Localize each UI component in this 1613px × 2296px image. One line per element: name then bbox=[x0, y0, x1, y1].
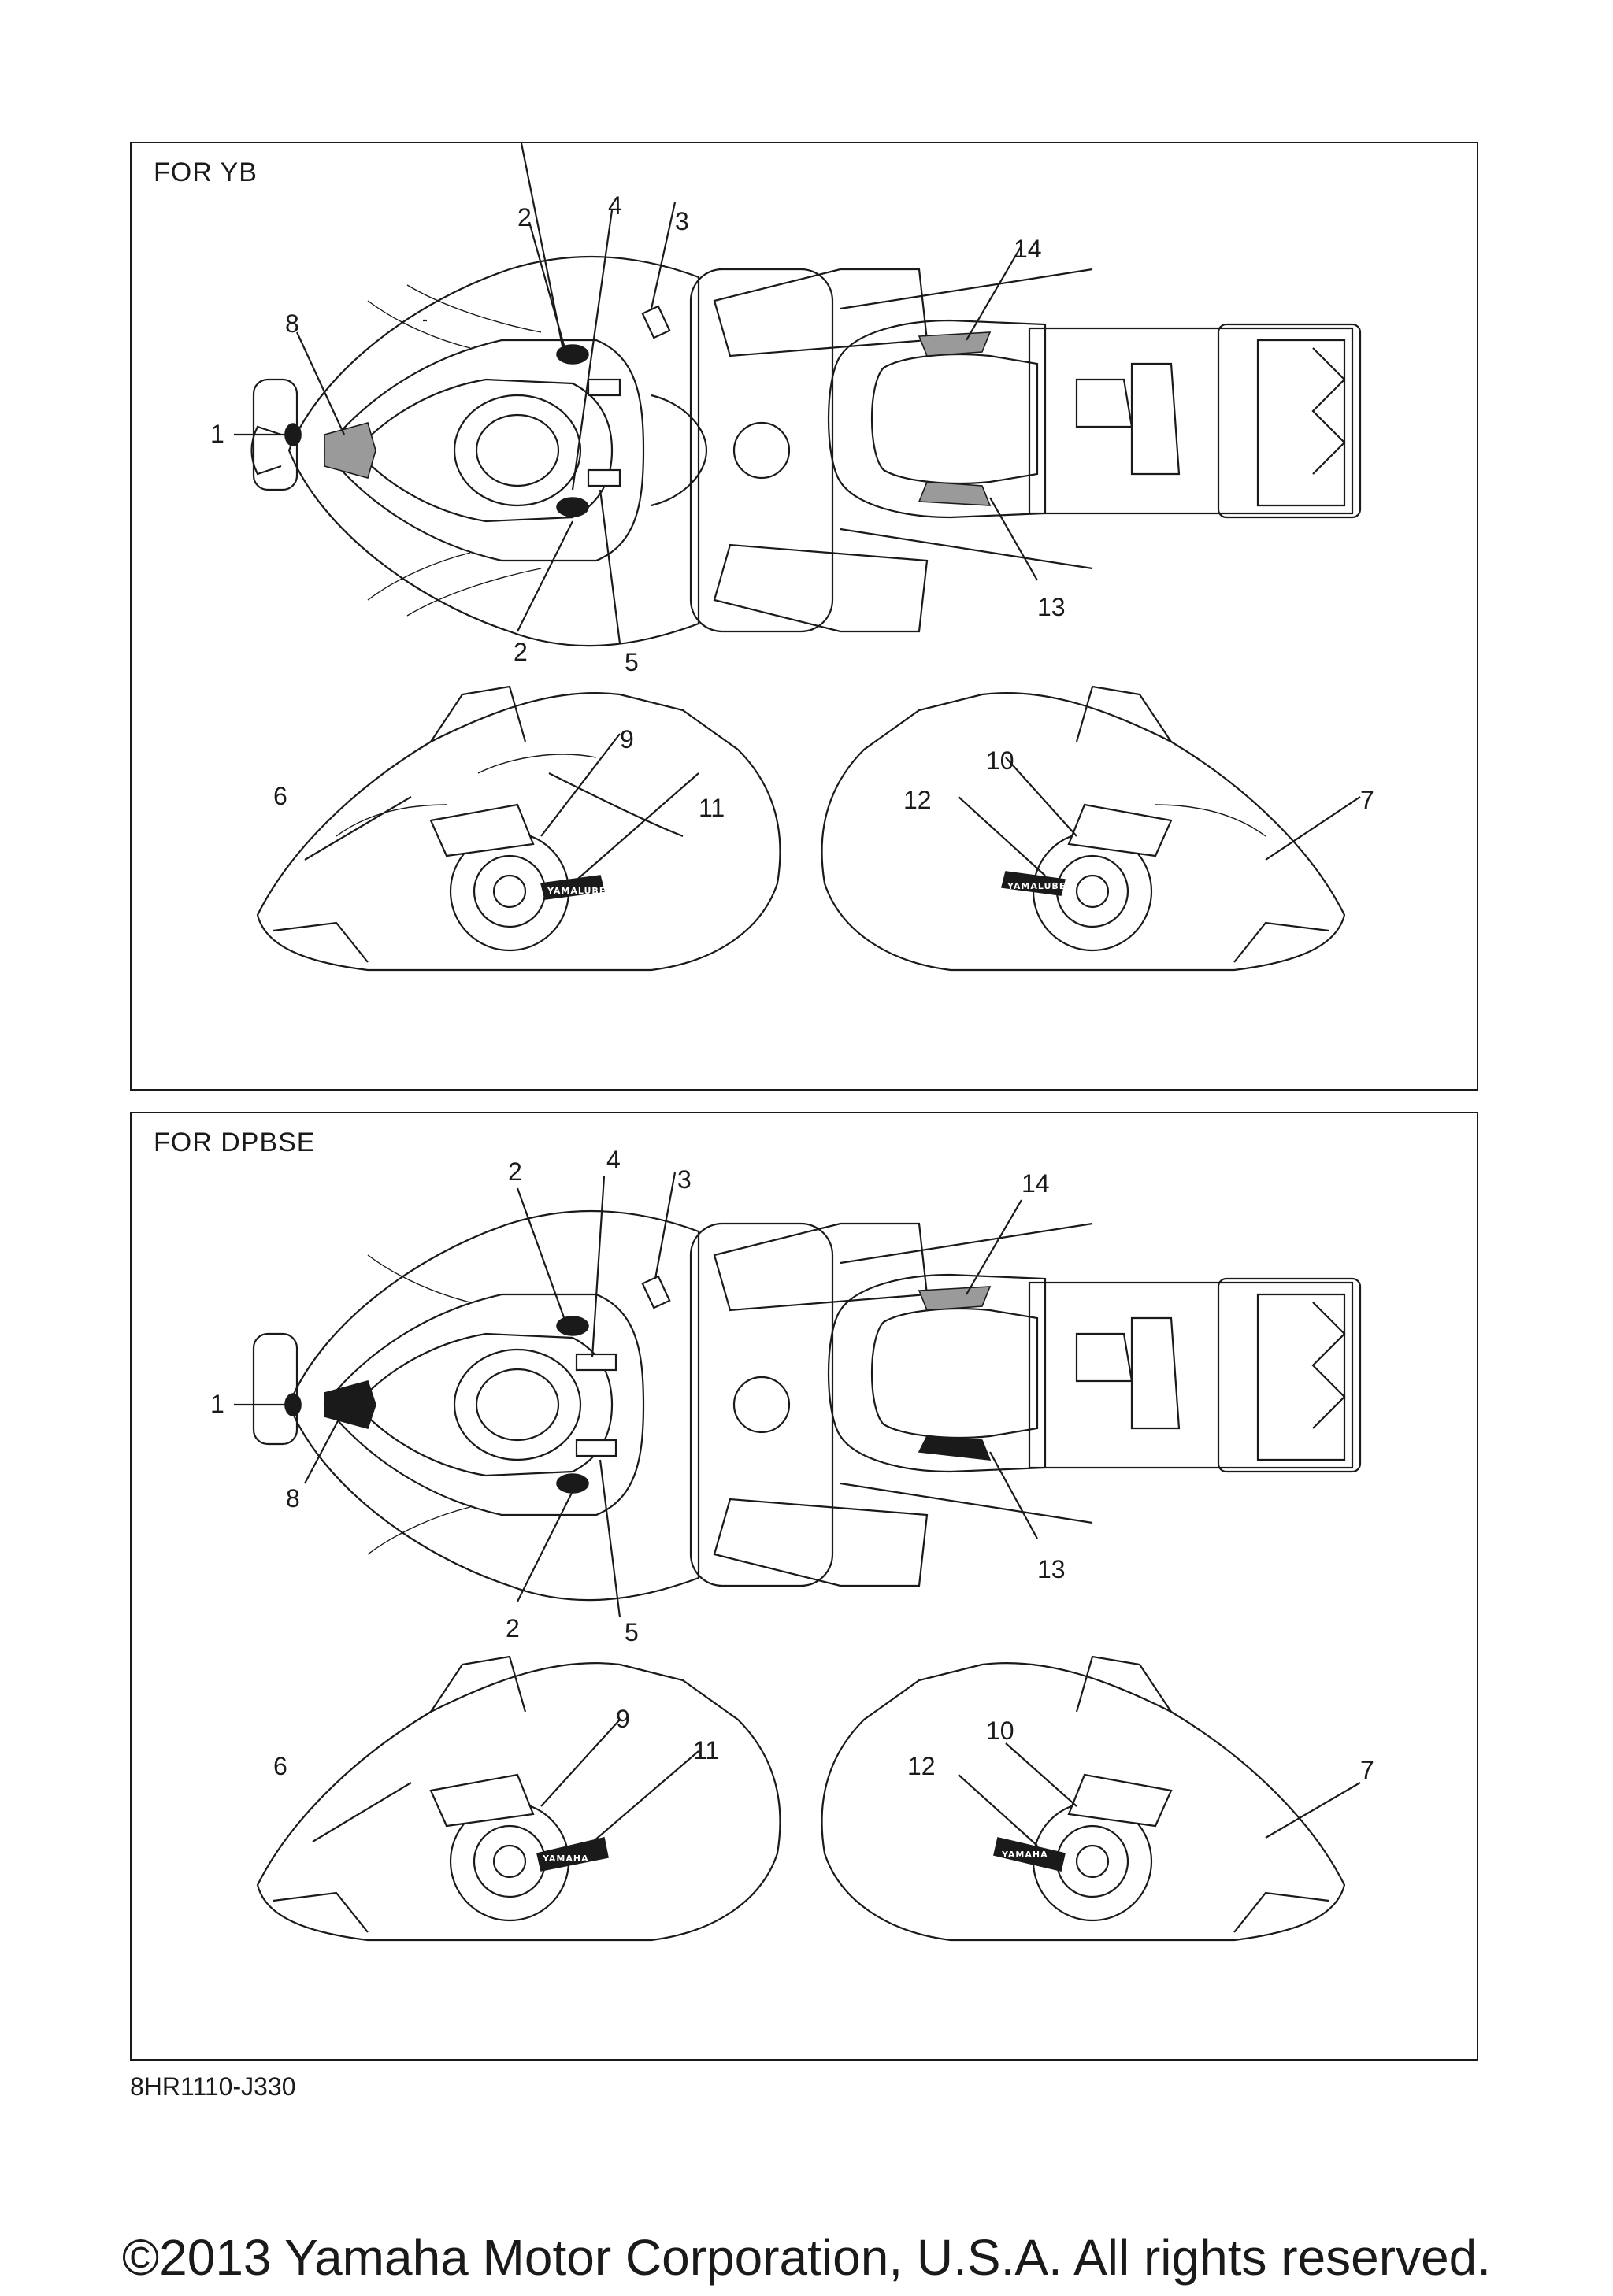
yb-diagram: YAMALUBE YAMALUBE bbox=[210, 143, 1374, 972]
callout-11: 11 bbox=[693, 1736, 719, 1765]
left-side-view-drawing: YAMALUBE bbox=[256, 685, 781, 972]
panel-for-dpbse: FOR DPBSE bbox=[130, 1112, 1478, 2061]
callout-7: 7 bbox=[1360, 1756, 1374, 1784]
panel-title: FOR DPBSE bbox=[154, 1128, 316, 1157]
callout-8: 8 bbox=[286, 1484, 300, 1513]
callout-12: 12 bbox=[903, 786, 932, 814]
callout-2-top: 2 bbox=[517, 203, 532, 231]
panel-title: FOR YB bbox=[154, 157, 258, 187]
copyright-notice: ©2013 Yamaha Motor Corporation, U.S.A. A… bbox=[121, 2229, 1492, 2286]
yamaha-decal-text-right: YAMAHA bbox=[1001, 1850, 1048, 1860]
callout-14: 14 bbox=[1022, 1169, 1050, 1198]
callout-1: 1 bbox=[210, 420, 224, 448]
callouts-dpbse: 1 2 2 3 4 5 6 7 8 9 10 11 12 13 14 bbox=[210, 1146, 1374, 1784]
yamalube-decal-text-right: YAMALUBE bbox=[1007, 881, 1066, 891]
stern-view-drawing bbox=[827, 1222, 1362, 1524]
callout-6: 6 bbox=[273, 1752, 287, 1780]
callout-4: 4 bbox=[608, 191, 622, 220]
callout-2-bottom: 2 bbox=[506, 1614, 520, 1642]
callout-2-top: 2 bbox=[508, 1157, 522, 1186]
callouts-yb: 1 2 2 3 4 5 6 7 8 9 10 11 12 13 14 bbox=[210, 191, 1374, 822]
callout-8: 8 bbox=[285, 309, 299, 338]
dpbse-diagram: YAMAHA YAMAHA bbox=[210, 1146, 1374, 1942]
left-side-view-drawing: YAMAHA bbox=[256, 1655, 781, 1942]
top-view-drawing bbox=[250, 255, 929, 647]
callout-5: 5 bbox=[625, 648, 639, 676]
right-side-view-drawing: YAMAHA bbox=[821, 1655, 1346, 1942]
yamaha-decal-text-left: YAMAHA bbox=[542, 1853, 589, 1864]
leader-lines bbox=[234, 1172, 1361, 1846]
callout-9: 9 bbox=[616, 1705, 630, 1733]
callout-9: 9 bbox=[620, 725, 634, 754]
callout-2-bottom: 2 bbox=[514, 638, 528, 666]
callout-1: 1 bbox=[210, 1390, 224, 1418]
callout-4: 4 bbox=[606, 1146, 621, 1174]
callout-5: 5 bbox=[625, 1618, 639, 1646]
yamalube-decal-text-left: YAMALUBE bbox=[547, 886, 606, 896]
callout-3: 3 bbox=[677, 1165, 692, 1194]
callout-13: 13 bbox=[1037, 1555, 1066, 1583]
callout-11: 11 bbox=[699, 794, 725, 822]
callout-13: 13 bbox=[1037, 593, 1066, 621]
callout-12: 12 bbox=[907, 1752, 936, 1780]
right-side-view-drawing: YAMALUBE bbox=[821, 685, 1346, 972]
callout-6: 6 bbox=[273, 782, 287, 810]
callout-3: 3 bbox=[675, 207, 689, 235]
callout-10: 10 bbox=[986, 1716, 1014, 1745]
diagram-code: 8HR1110-J330 bbox=[130, 2072, 296, 2101]
callout-14: 14 bbox=[1014, 235, 1042, 263]
callout-10: 10 bbox=[986, 746, 1014, 775]
top-view-drawing bbox=[252, 1209, 929, 1602]
leader-lines bbox=[234, 143, 1361, 884]
panel-for-yb: FOR YB bbox=[130, 142, 1478, 1091]
stern-view-drawing bbox=[827, 268, 1362, 570]
callout-7: 7 bbox=[1360, 786, 1374, 814]
